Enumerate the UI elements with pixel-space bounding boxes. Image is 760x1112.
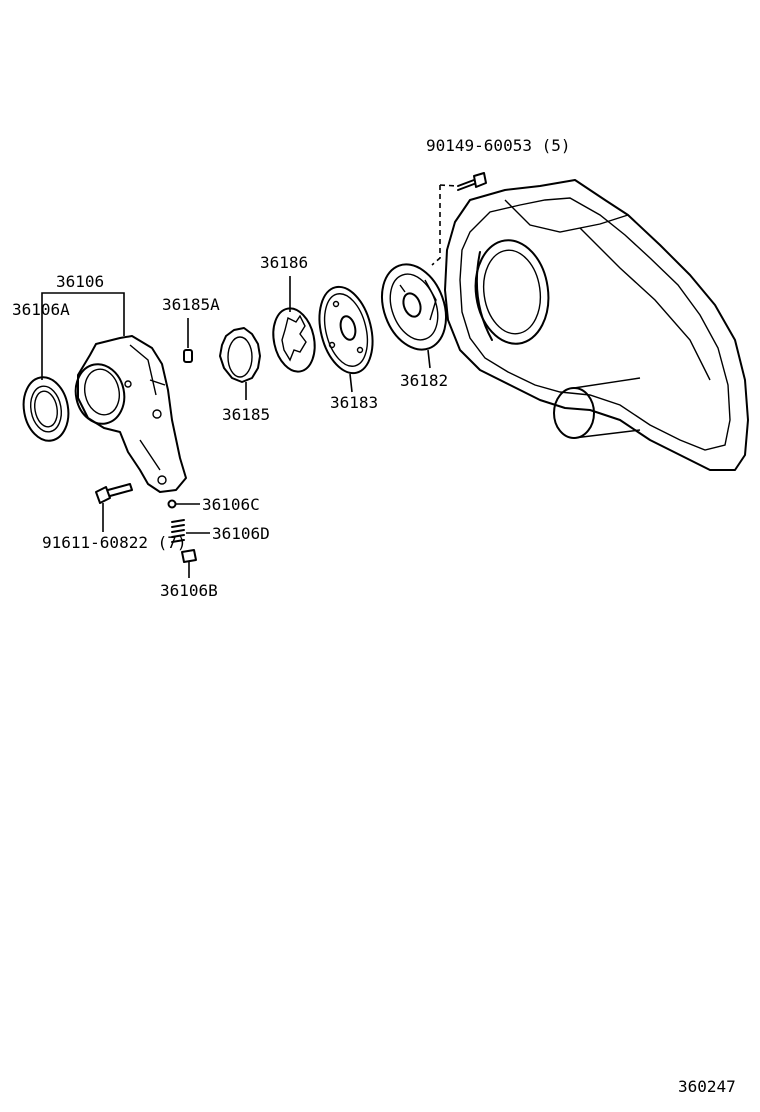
spring-36106D	[171, 519, 210, 543]
pump-cover-36182	[381, 263, 447, 369]
label-36183: 36183	[330, 393, 378, 412]
bolt-91611	[95, 483, 133, 532]
plate-36183	[318, 285, 374, 393]
label-90149-60053: 90149-60053 (5)	[426, 136, 571, 155]
label-36106C: 36106C	[202, 495, 260, 514]
label-36186: 36186	[260, 253, 308, 272]
label-36106: 36106	[56, 272, 104, 291]
transfer-case-housing	[444, 179, 749, 471]
label-91611-60822: 91611-60822 (7)	[42, 533, 187, 552]
bolt-90149	[431, 172, 487, 266]
label-36106B: 36106B	[160, 581, 218, 600]
outer-rotor-36186	[272, 276, 316, 373]
label-36182: 36182	[400, 371, 448, 390]
key-36185A	[183, 318, 193, 363]
label-36185: 36185	[222, 405, 270, 424]
extension-housing-36106	[74, 335, 187, 493]
plug-36106B	[181, 549, 197, 578]
inner-rotor-36185	[219, 327, 261, 400]
label-36106D: 36106D	[212, 524, 270, 543]
ball-36106C	[167, 499, 200, 509]
oil-seal-36106A	[22, 376, 70, 442]
label-36106A: 36106A	[12, 300, 70, 319]
group-bracket-36106	[41, 292, 125, 380]
label-36185A: 36185A	[162, 295, 220, 314]
diagram-id: 360247	[678, 1077, 736, 1096]
